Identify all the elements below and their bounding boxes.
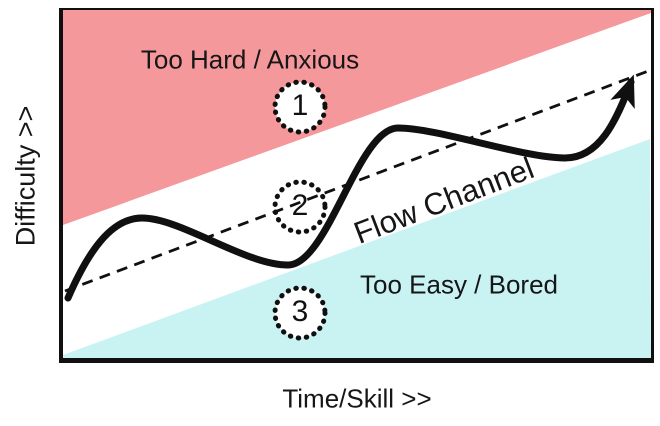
marker-circles	[272, 79, 328, 341]
plot-area	[59, 8, 654, 363]
flow-diagram-canvas	[63, 10, 651, 358]
too-hard-region	[63, 10, 651, 225]
marker-1-number: 1	[291, 89, 309, 122]
ideal-flow-dashed-line	[64, 68, 651, 293]
y-axis-label: Difficulty >>	[10, 105, 41, 247]
marker-circle-1	[272, 79, 328, 135]
too-easy-region	[63, 139, 651, 358]
marker-circle-3	[272, 285, 328, 341]
marker-circle-2	[272, 179, 328, 235]
marker-3-number: 3	[291, 295, 309, 328]
marker-2-number: 2	[291, 189, 309, 222]
flow-path-curve	[64, 74, 635, 302]
x-axis-label: Time/Skill >>	[282, 383, 432, 414]
too-hard-label: Too Hard / Anxious	[140, 44, 360, 75]
too-easy-label: Too Easy / Bored	[360, 269, 558, 300]
